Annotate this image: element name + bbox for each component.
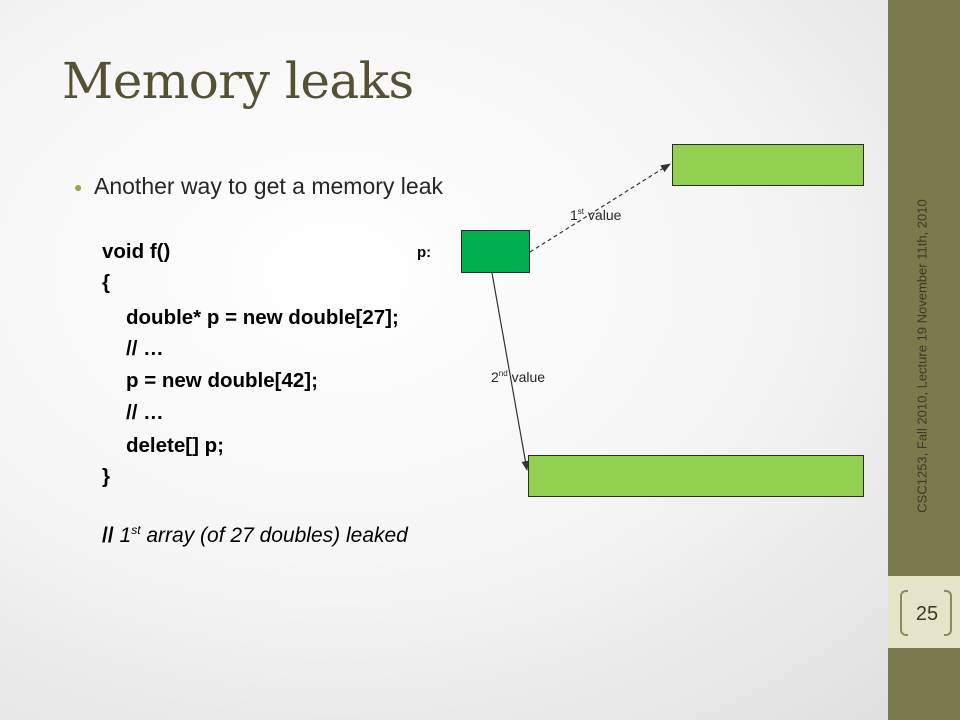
page-number-bracket-left [900,590,908,636]
second-value-label: 2nd value [491,369,546,385]
bullet-dot-icon: ● [74,178,83,195]
page-number: 25 [915,602,939,625]
pointer-box [461,230,530,273]
code-line-allocate-42: p = new double[42]; [126,369,318,392]
slide-title: Memory leaks [62,52,414,110]
sidebar-footer [888,648,960,720]
leak-comment: // 1st array (of 27 doubles) leaked [102,523,408,547]
code-line-close-brace: } [102,465,110,488]
footer-vertical-text: CSC1253, Fall 2010, Lecture 19 November … [914,199,930,513]
pointer-label: p: [417,244,432,261]
bullet-item: ● Another way to get a memory leak [74,173,443,200]
code-line-delete: delete[] p; [126,434,224,457]
code-line-comment-2: // … [126,401,164,424]
code-line-signature: void f() [102,240,171,263]
first-value-label: 1st value [570,207,622,223]
bullet-text: Another way to get a memory leak [94,173,443,199]
code-line-open-brace: { [102,271,110,294]
arrow-second-value [491,272,530,471]
code-line-comment-1: // … [126,337,164,360]
array-27-box [672,144,864,186]
page-number-bracket-right [944,590,952,636]
code-line-allocate-27: double* p = new double[27]; [126,306,399,329]
array-42-box [528,455,864,497]
